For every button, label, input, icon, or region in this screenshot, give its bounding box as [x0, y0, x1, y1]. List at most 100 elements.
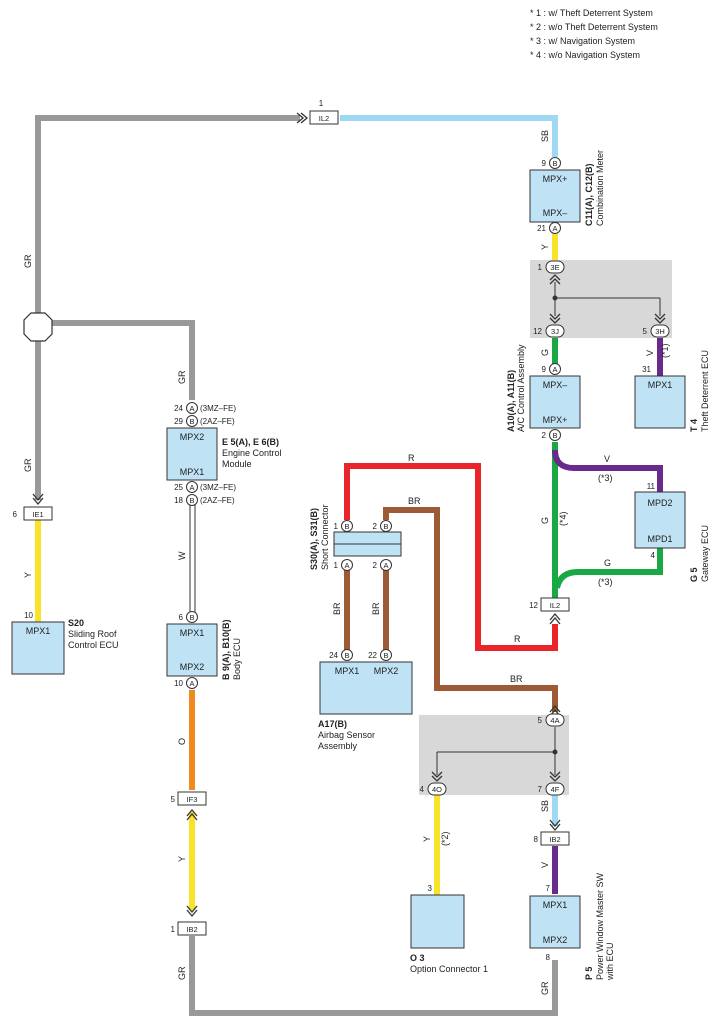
component-code: A17(B) [318, 719, 347, 729]
chevron-3e [549, 274, 561, 285]
chevron-il2-top [296, 112, 309, 124]
wire-label: Y [422, 836, 432, 842]
splice-point [23, 312, 53, 342]
component-code: G 5 [689, 567, 699, 582]
pin-number: 24 [174, 404, 183, 413]
pin-number: 2 [373, 561, 378, 570]
legend-line-1: * 1 : w/ Theft Deterrent System [530, 8, 653, 18]
component-code: C11(A), C12(B) [584, 163, 594, 226]
wire-label: G [604, 558, 611, 568]
connector-3h: 3H 5 [643, 324, 670, 338]
wire-label: GR [540, 981, 550, 995]
terminal-label: MPX1 [543, 900, 568, 910]
wire-label: V [540, 862, 550, 868]
engine-note: (3MZ–FE) [200, 483, 236, 492]
connector-letter: A [189, 679, 194, 688]
wire-label: W [177, 551, 187, 560]
terminal-label: MPX– [543, 208, 568, 218]
connector-4a: 4A 5 [538, 713, 565, 727]
wire-note: (*1) [660, 343, 670, 358]
junction-name: IF3 [187, 795, 198, 804]
terminal-label: MPX+ [543, 174, 568, 184]
wire-note: (*4) [558, 511, 568, 526]
connector-letter: B [552, 159, 557, 168]
svg-text:B: B [189, 417, 194, 426]
terminal-label: MPX2 [180, 662, 205, 672]
wire-v-g5 [552, 449, 663, 492]
terminal-label: MPX+ [543, 415, 568, 425]
component-code: B 9(A), B10(B) [221, 619, 231, 680]
wire-gr-top-left [35, 115, 300, 500]
junction-name: IL2 [550, 601, 560, 610]
connector-pin: 5 [643, 327, 648, 336]
connector-pin: 1 [538, 263, 543, 272]
chevron-ib2-left [186, 905, 198, 918]
connector-id: 3E [550, 263, 559, 272]
wire-r [344, 463, 558, 651]
pin-number: 8 [546, 953, 551, 962]
sliding-roof-ecu: MPX1 10 S20 Sliding Roof Control ECU [11, 611, 119, 675]
airbag-sensor-assembly: MPX1 MPX2 B 24 B 22 A17(B) Airbag Sensor… [318, 649, 413, 751]
connector-letter: B [189, 613, 194, 622]
svg-text:A: A [189, 483, 194, 492]
engine-note: (2AZ–FE) [200, 496, 235, 505]
connector-letter: B [344, 522, 349, 531]
wire-gr-to-e5 [38, 320, 195, 400]
chevron-il2-mid [549, 612, 561, 625]
chevron-4f [549, 771, 561, 782]
connector-4o: 4O 4 [420, 782, 447, 796]
junction-pin: 12 [529, 601, 538, 610]
connector-letter: B [383, 651, 388, 660]
wire-gr-bottom [189, 936, 558, 1016]
pin-number: 25 [174, 483, 183, 492]
connector-letter: A [344, 561, 349, 570]
wire-note: (*3) [598, 577, 613, 587]
connector-pin: 4 [420, 785, 425, 794]
power-window-master-switch: MPX1 MPX2 7 8 P 5 Power Window Master SW… [529, 872, 615, 981]
pin-number: 10 [174, 679, 183, 688]
terminal-label: MPD2 [647, 498, 672, 508]
component-code: S30(A), S31(B) [309, 508, 319, 570]
chevron-ie1 [32, 493, 44, 506]
wire-labels: GR GR Y GR W O Y GR GR SB Y G V (*1) V (… [23, 130, 670, 995]
connector-id: 4A [550, 716, 559, 725]
pin-number: 1 [334, 522, 339, 531]
connector-id: 4O [432, 785, 442, 794]
legend-line-4: * 4 : w/o Navigation System [530, 50, 640, 60]
chevron-4o [431, 771, 443, 782]
component-name: Combination Meter [595, 150, 605, 226]
component-code: S20 [68, 618, 84, 628]
wire-label: Y [23, 572, 33, 578]
wire-label: GR [177, 370, 187, 384]
pin-number: 22 [368, 651, 377, 660]
junction-name: IE1 [32, 510, 43, 519]
chevron-3j [549, 313, 561, 324]
connector-id: 4F [551, 785, 560, 794]
pin-number: 1 [334, 561, 339, 570]
wire-sb-top [340, 115, 558, 157]
component-name: Short Connector [320, 504, 330, 570]
pin-number: 3 [428, 884, 433, 893]
connector-4f: 4F 7 [538, 782, 565, 796]
component-name: Gateway ECU [700, 525, 710, 582]
combination-meter: MPX+ MPX– B 9 A 21 C11(A), C12(B) Combin… [529, 150, 605, 234]
pin-number: 9 [542, 159, 547, 168]
pin-number: 11 [647, 482, 656, 491]
pin-number: 7 [546, 884, 551, 893]
pin-number: 6 [179, 613, 184, 622]
component-name: Module [222, 459, 252, 469]
connector-letter: A [552, 365, 557, 374]
wire-label: Y [177, 856, 187, 862]
legend-line-3: * 3 : w/ Navigation System [530, 36, 635, 46]
component-name: Option Connector 1 [410, 964, 488, 974]
pin-number: 29 [174, 417, 183, 426]
wire-label: BR [510, 674, 523, 684]
component-code: E 5(A), E 6(B) [222, 437, 279, 447]
wire-label: BR [332, 602, 342, 615]
connector-id: 3H [655, 327, 665, 336]
pin-number: 21 [537, 224, 546, 233]
chevron-if3 [186, 808, 198, 821]
terminal-label: MPD1 [647, 534, 672, 544]
component-code: P 5 [584, 967, 594, 980]
terminal-label: MPX1 [180, 628, 205, 638]
